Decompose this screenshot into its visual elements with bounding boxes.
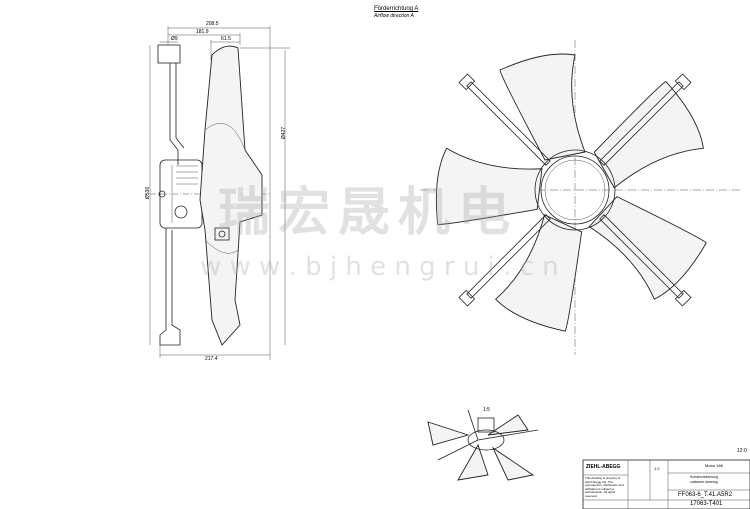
iso-view [427,409,539,481]
dim-blade-depth: 61.5 [221,36,231,42]
motor-label: Motor 186 [705,463,724,468]
drawing-number: 17063-T401 [690,501,723,507]
side-view [149,26,290,360]
watermark-url: w w w . b j h e n g r u i . c n [200,252,559,282]
watermark-name: 瑞宏晟机电 [218,183,519,243]
title-block [582,459,750,509]
dim-depth-2: 181.9 [196,29,209,35]
dim-overall-depth: 208.5 [206,21,219,27]
type-code: FF063-6_T.41.A5R2 [678,492,733,498]
airflow-label-de: Förderrichtung A [374,6,419,12]
dim-outer-diameter: Ø536 [145,186,152,200]
drawing-type-de: Kundenzeichnung [690,475,719,479]
support-arms [458,73,692,307]
dim-bottom-depth: 217.4 [205,356,218,362]
front-view [420,40,740,355]
dim-hole: Ø9 [171,36,178,42]
drawing-type-en: customer drawing [690,480,718,484]
dim-blade-diameter: Ø427 [281,126,288,140]
sheet-ref: 12:0 [737,448,747,454]
scale: 1:2 [654,466,660,471]
airflow-label-en: Airflow direction A [374,13,414,19]
brand-logo: ZIEHL-ABEGG [586,464,621,470]
iso-scale: 1:5 [483,407,490,413]
copyright-notice: This drawing is property of Ziehl-Abegg … [585,476,624,498]
